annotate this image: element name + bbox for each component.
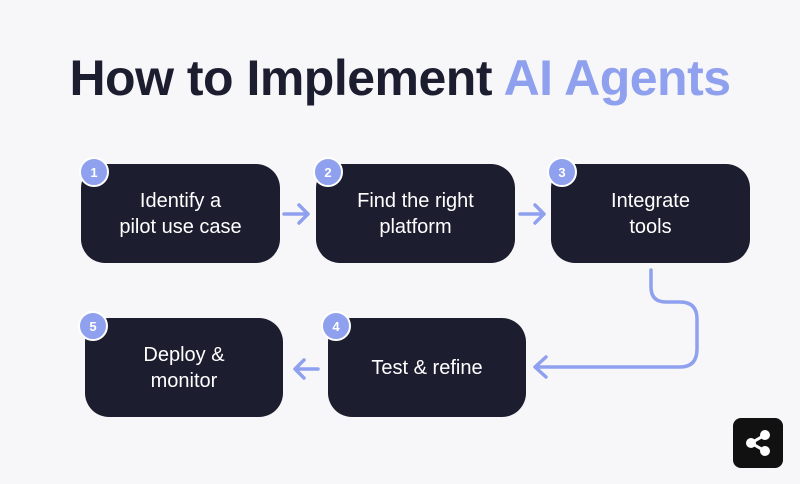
step-number-badge: 3: [547, 157, 577, 187]
step-number-badge: 1: [79, 157, 109, 187]
step-label: Test & refine: [371, 356, 483, 379]
step-label: Deploy & monitor: [143, 343, 225, 392]
page-title: How to Implement AI Agents: [0, 48, 800, 108]
step-box-1: Identify a pilot use case: [81, 164, 280, 263]
step-box-4: Test & refine: [328, 318, 526, 417]
step-box-5: Deploy & monitor: [85, 318, 283, 417]
title-main: How to Implement: [69, 50, 493, 106]
arrow-right-icon: [282, 203, 310, 225]
arrow-right-icon: [518, 203, 546, 225]
step-box-2: Find the right platform: [316, 164, 515, 263]
step-label: Identify a pilot use case: [119, 189, 242, 238]
title-accent: AI Agents: [503, 50, 732, 106]
arrow-left-icon: [293, 358, 320, 380]
step-number-badge: 5: [78, 311, 108, 341]
curved-connector-arrow: [533, 268, 699, 379]
step-number-badge: 4: [321, 311, 351, 341]
step-label: Integrate tools: [611, 189, 690, 238]
share-icon: [746, 430, 770, 456]
step-label: Find the right platform: [357, 189, 474, 238]
share-button[interactable]: [733, 418, 783, 468]
step-box-3: Integrate tools: [551, 164, 750, 263]
step-number-badge: 2: [313, 157, 343, 187]
